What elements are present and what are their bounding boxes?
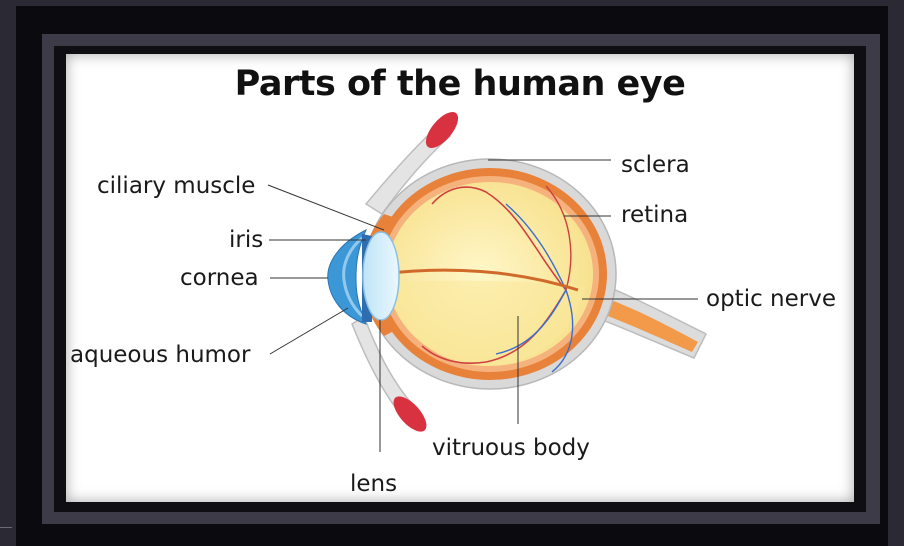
label-retina: retina (621, 202, 688, 228)
diagram-panel: Parts of the human eye (66, 54, 854, 502)
pointer-aqueous-humor (270, 308, 348, 354)
label-optic-nerve: optic nerve (706, 286, 836, 312)
label-ciliary-muscle: ciliary muscle (97, 173, 255, 199)
label-iris: iris (229, 227, 263, 253)
pointer-ciliary-muscle (268, 185, 384, 230)
label-vitruous-body: vitruous body (432, 435, 590, 461)
label-aqueous-humor: aqueous humor (70, 342, 250, 368)
viewer-divider (0, 527, 12, 528)
cornea (328, 230, 366, 324)
label-lens: lens (350, 471, 397, 497)
label-sclera: sclera (621, 152, 690, 178)
lens (363, 232, 399, 320)
label-cornea: cornea (180, 265, 259, 291)
